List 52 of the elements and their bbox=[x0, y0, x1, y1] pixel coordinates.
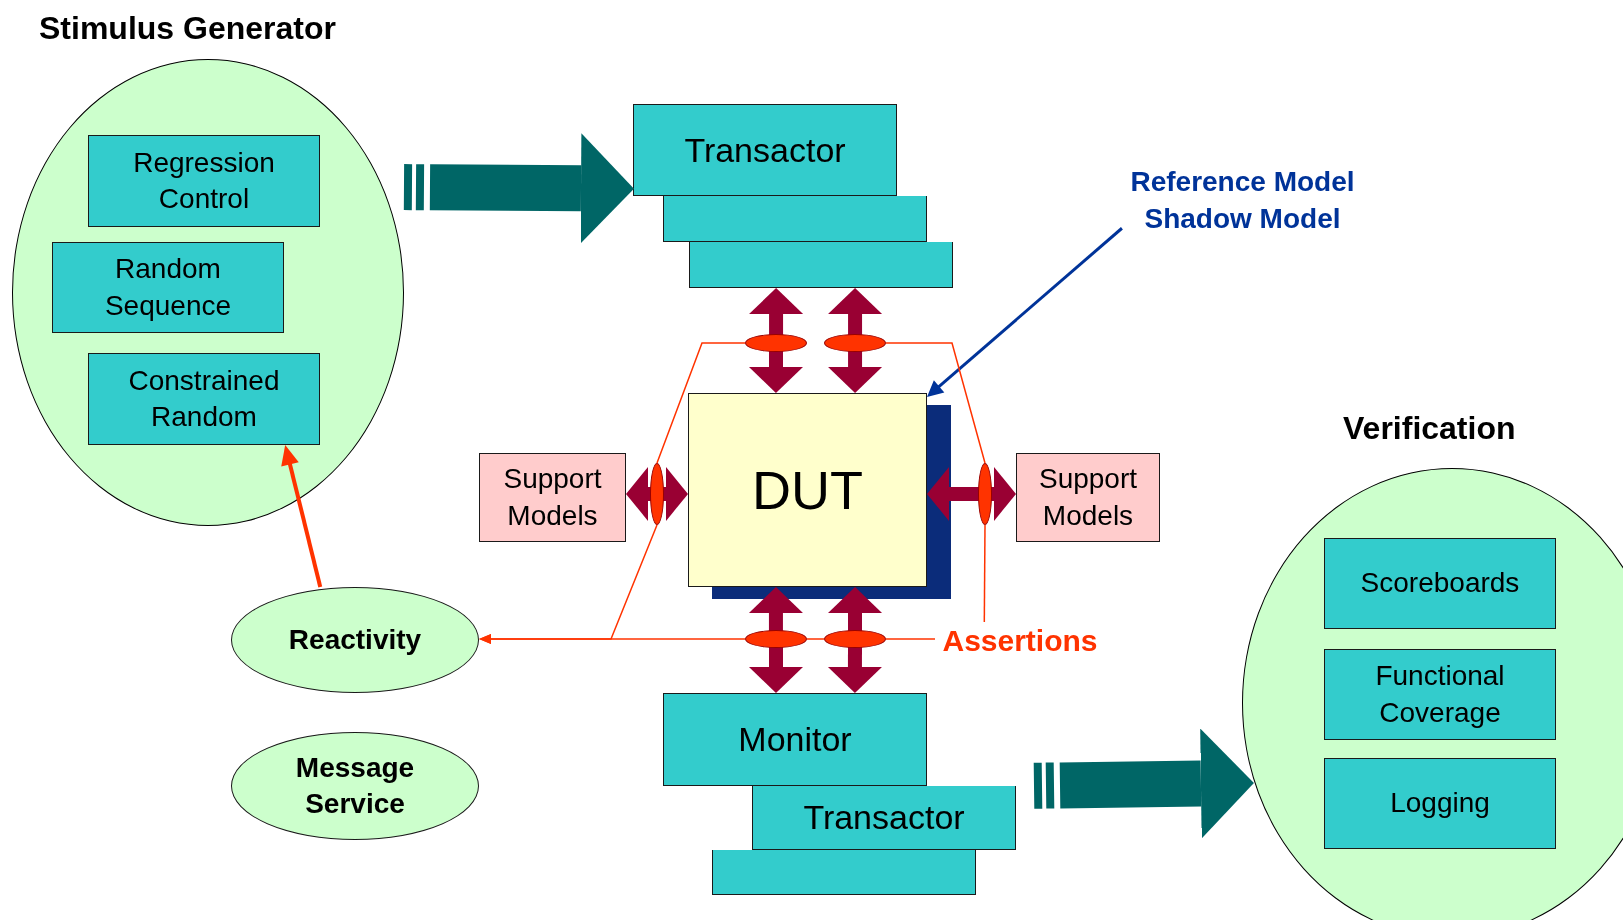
stacked-box bbox=[689, 242, 953, 288]
process-box bbox=[1324, 649, 1556, 740]
arrow bbox=[927, 227, 1123, 397]
group-heading: Stimulus Generator bbox=[39, 9, 336, 48]
box-label: Constrained Random bbox=[127, 363, 281, 434]
box-label: Logging bbox=[1389, 786, 1491, 821]
transactor-box bbox=[752, 786, 1016, 850]
connector-line bbox=[656, 342, 746, 464]
stacked-box bbox=[663, 196, 927, 242]
box-label: Reactivity bbox=[287, 622, 423, 657]
transactor-box bbox=[633, 104, 897, 196]
connector-line bbox=[806, 638, 825, 640]
process-box bbox=[1324, 538, 1556, 629]
process-box bbox=[88, 353, 320, 445]
box-label: Transactor bbox=[802, 797, 966, 839]
probe-ellipse bbox=[824, 334, 886, 352]
connector-line bbox=[885, 638, 936, 640]
stacked-box bbox=[712, 850, 976, 895]
arrow bbox=[479, 524, 658, 644]
connector-line bbox=[983, 524, 986, 623]
probe-ellipse bbox=[978, 463, 992, 525]
double-arrow bbox=[749, 288, 804, 393]
annotation-text: Reference Model Shadow Model bbox=[1110, 163, 1375, 238]
box-label: Monitor bbox=[737, 719, 853, 761]
probe-ellipse bbox=[824, 630, 886, 648]
box-label: Transactor bbox=[683, 129, 847, 171]
probe-ellipse bbox=[745, 630, 807, 648]
box-label: Support Models bbox=[1037, 462, 1139, 533]
group-heading: Verification bbox=[1343, 409, 1516, 448]
process-box bbox=[52, 242, 284, 333]
probe-ellipse bbox=[650, 463, 664, 525]
annotation-text: Assertions bbox=[935, 622, 1105, 658]
box-label: Support Models bbox=[502, 462, 603, 533]
connector-line bbox=[885, 342, 986, 464]
box-label: DUT bbox=[751, 458, 864, 522]
box-label: Message Service bbox=[294, 750, 416, 821]
double-arrow bbox=[927, 466, 1016, 521]
model-box bbox=[479, 453, 626, 542]
box-label: Regression Control bbox=[132, 145, 276, 216]
box-label: Functional Coverage bbox=[1374, 659, 1506, 730]
double-arrow bbox=[828, 288, 883, 393]
process-box bbox=[88, 135, 320, 227]
model-box bbox=[1016, 453, 1160, 542]
process-box bbox=[1324, 758, 1556, 849]
transactor-box bbox=[663, 693, 927, 786]
double-arrow bbox=[626, 466, 688, 521]
box-label: Random Sequence bbox=[103, 252, 233, 323]
double-arrow bbox=[748, 587, 803, 693]
probe-ellipse bbox=[745, 334, 807, 352]
arrow bbox=[281, 445, 323, 588]
box-label: Scoreboards bbox=[1359, 566, 1521, 601]
double-arrow bbox=[827, 587, 883, 693]
